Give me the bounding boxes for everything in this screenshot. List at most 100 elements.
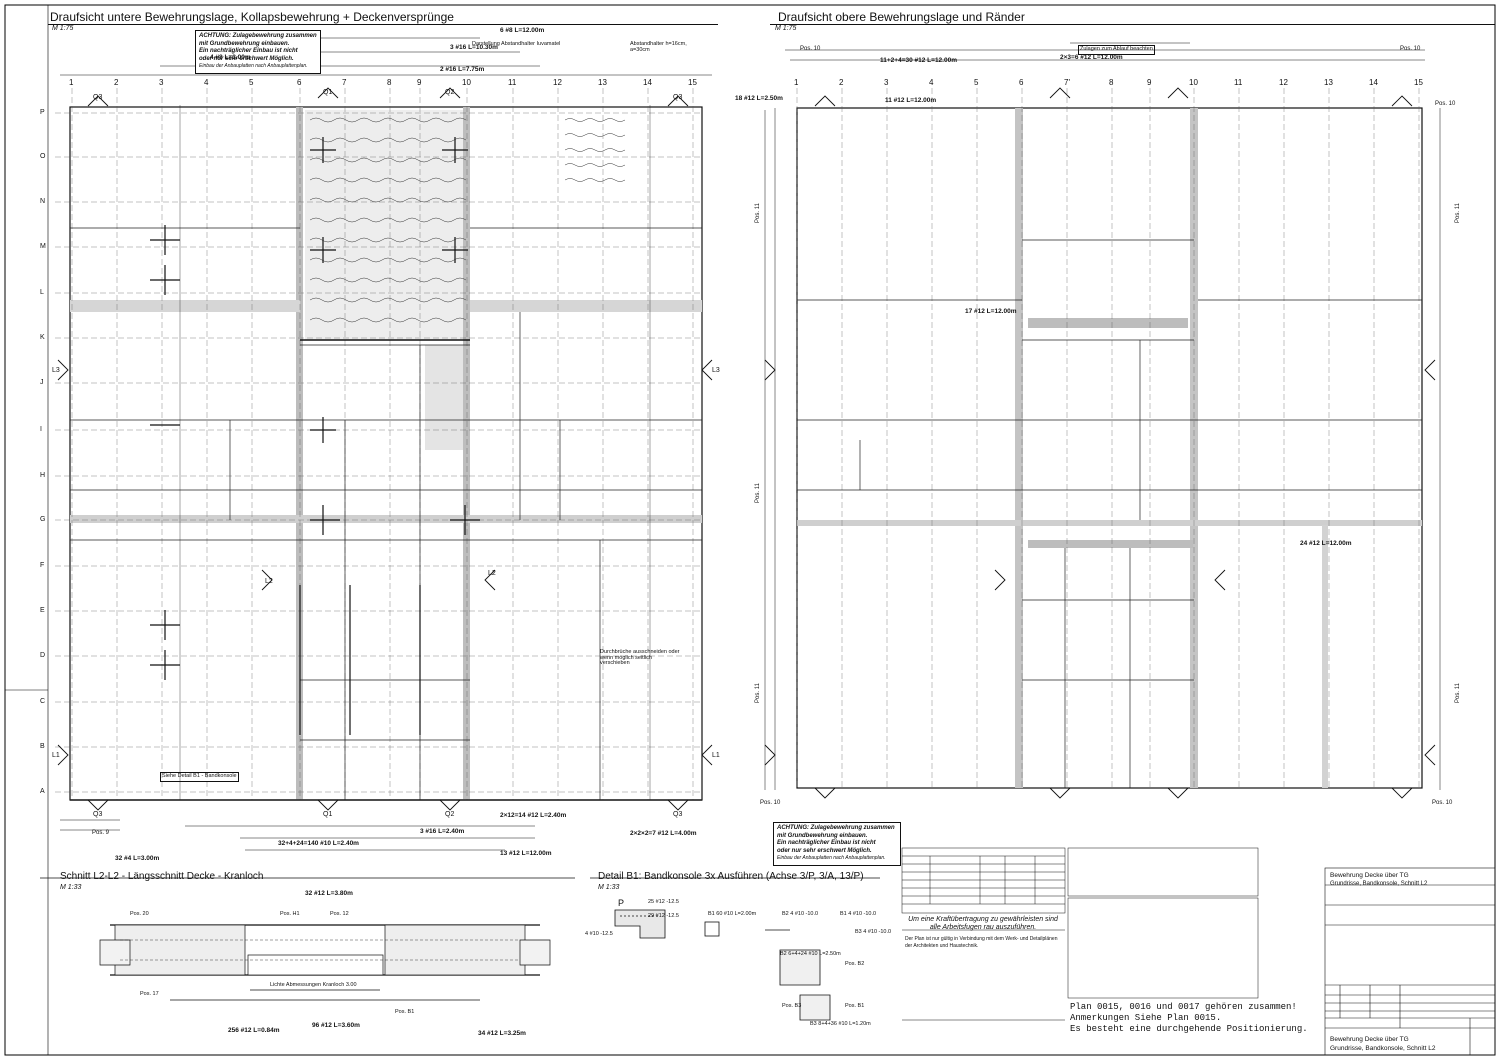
position-label: Pos. 9 [92, 830, 110, 836]
rebar-callout: 4 #8 L=3.00m [210, 54, 251, 61]
rebar-callout: 2×3=6 #12 L=12.00m [1060, 54, 1123, 61]
title-block-label: Grundrisse, Bandkonsole, Schnitt L2 [1330, 881, 1428, 887]
section-marker-label: Q2 [445, 89, 455, 96]
row-label: J [40, 379, 44, 386]
title-underline [770, 24, 1495, 25]
section-l2-scale: M 1:33 [60, 884, 82, 891]
axis-label: 10 [462, 78, 471, 87]
position-label: Pos. 11 [754, 683, 761, 703]
row-label: C [40, 698, 46, 705]
rebar-callout: B3 8+4+36 #10 L=1.20m [810, 1021, 871, 1027]
right-plan-title: Draufsicht obere Bewehrungslage und Ränd… [778, 10, 1025, 24]
rebar-callout: 32+4+24=140 #10 L=2.40m [278, 840, 359, 847]
axis-label: 9 [1147, 78, 1152, 87]
axis-label: 15 [688, 78, 697, 87]
position-label: Pos. B3 [782, 1003, 802, 1009]
note-line: Ein nachträglicher Einbau ist nicht [777, 840, 876, 846]
position-label: Pos. 12 [330, 911, 349, 917]
axis-label: 6 [297, 78, 302, 87]
position-label: Pos. H1 [280, 911, 300, 917]
row-label: I [40, 426, 42, 433]
rebar-callout: B2 6+4+24 #10 L=2.50m [780, 951, 841, 957]
rebar-callout: 3 #16 L=2.40m [420, 828, 465, 835]
rebar-callout: 18 #12 L=2.50m [735, 95, 783, 102]
note-line: mit Grundbewehrung einbauen. [777, 832, 868, 839]
section-marker-label: L3 [52, 367, 60, 374]
section-marker-label: Q3 [673, 811, 683, 818]
plan-note-line: Anmerkungen Siehe Plan 0015. [1070, 1013, 1222, 1023]
row-label: P [40, 109, 45, 116]
row-label: F [40, 562, 45, 569]
rebar-callout: 32 #4 L=3.00m [115, 855, 160, 862]
position-label: Pos. 11 [1454, 683, 1461, 703]
title-block-label: Bewehrung Decke über TG [1330, 872, 1409, 879]
row-label: K [40, 334, 45, 341]
axis-label: 7' [1064, 78, 1070, 87]
position-label: Pos. B1 [395, 1009, 415, 1015]
axis-label: 9 [417, 78, 422, 87]
joint-note: Um eine Kraftübertragung zu gewährleiste… [908, 916, 1058, 931]
position-label: Pos. 11 [754, 483, 761, 503]
axis-label: 15 [1414, 78, 1423, 87]
rebar-callout: B1 60 #10 L=2.00m [708, 911, 757, 917]
row-label: M [40, 243, 46, 250]
rebar-callout: 3 #16 L=10.30m [450, 44, 498, 51]
rebar-callout: 256 #12 L=0.84m [228, 1027, 280, 1034]
axis-label: 2 [114, 78, 119, 87]
row-label: D [40, 652, 46, 659]
position-label: Pos. 10 [760, 800, 781, 806]
section-marker-label: Q3 [673, 94, 683, 101]
row-label: H [40, 472, 46, 479]
axis-label: 11 [1234, 78, 1243, 87]
axis-label: 14 [1369, 78, 1378, 87]
rebar-callout: 34 #12 L=3.25m [478, 1030, 526, 1037]
annotation: Zulagen zum Ablauf beachten [1078, 45, 1155, 55]
title-underline [48, 24, 718, 25]
title-block-label: Bewehrung Decke über TG [1330, 1036, 1409, 1043]
section-marker-label: Q3 [93, 811, 103, 818]
note-line: Ein nachträglicher Einbau ist nicht [199, 48, 298, 54]
row-label: N [40, 198, 46, 205]
axis-label: 8 [387, 78, 392, 87]
rebar-callout: 2×12=14 #12 L=2.40m [500, 812, 567, 819]
axis-label: 3 [159, 78, 164, 87]
axis-label: 1 [69, 78, 74, 87]
section-marker-label: L2 [265, 578, 273, 585]
position-label: Pos. 10 [1432, 800, 1453, 806]
rebar-callout: 17 #12 L=12.00m [965, 308, 1017, 315]
rebar-callout: 29 #12 -12.5 [648, 913, 679, 919]
section-l2-title: Schnitt L2-L2 - Längsschnitt Decke - Kra… [60, 871, 264, 882]
row-label: B [40, 743, 45, 750]
annotation: Abstandhalter h=16cm, a=30cm [630, 41, 687, 53]
axis-label: 6 [1019, 78, 1024, 87]
plan-note-line: Plan 0015, 0016 und 0017 gehören zusamme… [1070, 1002, 1297, 1012]
axis-label: 1 [794, 78, 799, 87]
position-label: Pos. 11 [754, 203, 761, 223]
rebar-callout: 2×2×2=7 #12 L=4.00m [630, 830, 697, 837]
rebar-callout: 11+2+4=30 #12 L=12.00m [880, 57, 957, 64]
section-marker-label: L1 [712, 752, 720, 759]
note-line: ACHTUNG: Zulagebewehrung zusammen [199, 33, 317, 39]
note-line: oder nur sehr erschwert Möglich. [199, 55, 294, 62]
left-plan-warning-note: ACHTUNG: Zulagebewehrung zusammen mit Gr… [195, 30, 321, 74]
axis-label: P [618, 898, 625, 908]
plan-note: Plan 0015, 0016 und 0017 gehören zusamme… [1070, 1002, 1320, 1035]
rebar-callout: 2 #16 L=7.75m [440, 66, 485, 73]
rebar-callout: 25 #12 -12.5 [648, 899, 679, 905]
rebar-callout: 24 #12 L=12.00m [1300, 540, 1352, 547]
row-label: A [40, 788, 45, 795]
rebar-callout: 32 #12 L=3.80m [305, 890, 353, 897]
section-marker-label: L2 [488, 570, 496, 577]
right-plan-warning-note: ACHTUNG: Zulagebewehrung zusammen mit Gr… [773, 822, 901, 866]
axis-label: 2 [839, 78, 844, 87]
axis-label: 12 [1279, 78, 1288, 87]
section-marker-label: Q1 [323, 811, 333, 818]
detail-reference: Siehe Detail B1 - Bandkonsole [160, 772, 239, 782]
note-line: mit Grundbewehrung einbauen. [199, 40, 290, 47]
rebar-callout: 13 #12 L=12.00m [500, 850, 552, 857]
axis-label: 4 [929, 78, 934, 87]
axis-label: 10 [1189, 78, 1198, 87]
row-label: E [40, 607, 45, 614]
section-marker-label: Q1 [323, 89, 333, 96]
